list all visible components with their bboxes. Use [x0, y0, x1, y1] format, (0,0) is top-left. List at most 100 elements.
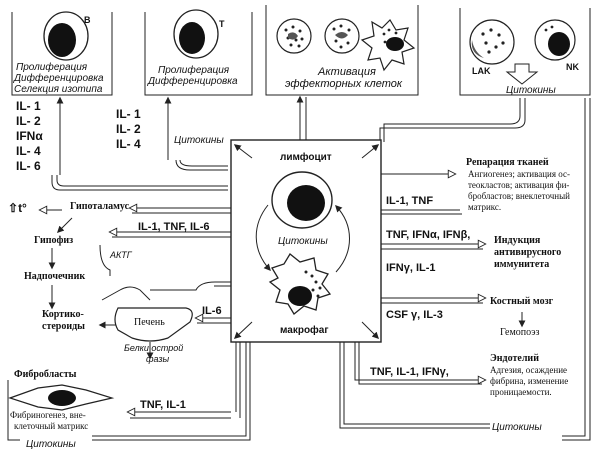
t-cytokine-3: IL- 4: [116, 137, 141, 151]
nk-feed-line-2: [383, 98, 521, 142]
hypothalamus-label: Гипоталамус: [70, 201, 130, 212]
bottom-cytokine-line-2: [92, 342, 247, 437]
fibroblast-cell: [8, 384, 115, 411]
fibroblasts-line-1: Фибриногенез, вне-: [10, 410, 86, 420]
bottom-cytokine-line-left: [7, 380, 20, 441]
t-cell-line-2: Дифференцировка: [148, 76, 238, 87]
antiviral-title-2: антивирусного: [494, 247, 562, 258]
repair-arrow-label: IL-1, TNF: [386, 195, 434, 207]
b-cytokine-5: IL- 6: [16, 159, 41, 173]
endothelium-line: [354, 342, 485, 380]
corner-arrow-br: [361, 321, 379, 339]
bottom-right-cytokines: Цитокины: [492, 422, 542, 433]
t-cell-box: [144, 12, 253, 96]
endothelium-line-1: Адгезия, осаждение: [490, 365, 568, 375]
adrenal-arrow: [150, 281, 231, 291]
hypo-arrow-label: IL-1, TNF, IL-6: [138, 221, 210, 233]
nk-cell: [534, 19, 576, 61]
effector-granulocyte-1: [276, 18, 312, 54]
t-cell-label: T: [219, 19, 225, 29]
lymphocyte-label: лимфоцит: [280, 152, 332, 163]
b-cytokine-2: IL- 2: [16, 114, 41, 128]
endothelium-line-3: проницаемости.: [490, 387, 552, 397]
t-cytokine-1: IL- 1: [116, 107, 141, 121]
b-cytokine-4: IL- 4: [16, 144, 41, 158]
endothelium-arrow-label: TNF, IL-1, IFNγ,: [370, 366, 449, 378]
endothelium-line-2: фибрина, изменение: [490, 376, 569, 386]
b-cell-line-1: Пролиферация: [16, 62, 88, 73]
cycle-arrow-right: [335, 204, 350, 273]
corner-arrow-tl: [233, 144, 253, 159]
center-cytokines-label: Цитокины: [278, 236, 328, 247]
antiviral-arrow-label-1: TNF, IFNα, IFNβ,: [386, 229, 471, 241]
pituitary-label: Гипофиз: [34, 235, 74, 246]
repair-line-3: бробластов; внеклеточный: [468, 191, 570, 201]
antiviral-arrow-label-2: IFNγ, IL-1: [386, 262, 436, 274]
effector-line-1: Активация: [318, 66, 376, 78]
effector-line-2: эффекторных клеток: [285, 78, 403, 90]
right-outer-line-inner: [562, 98, 586, 437]
lymphocyte-cell: [271, 171, 333, 229]
adrenal-label: Надпочечник: [24, 271, 86, 282]
acth-label: АКТГ: [110, 250, 132, 260]
nk-box: [459, 8, 591, 96]
effector-macrophage: [360, 19, 416, 72]
lak-cell: [469, 19, 515, 65]
effector-box: [265, 5, 419, 96]
bottom-right-line: [339, 342, 490, 429]
b-cell-box: [11, 12, 113, 96]
macrophage-label: макрофаг: [280, 325, 329, 336]
endothelium-title: Эндотелий: [490, 353, 539, 364]
cycle-arrow-left: [255, 204, 271, 272]
t-cell-feed-line: [175, 159, 228, 171]
b-cytokine-3: IFNα: [16, 129, 43, 143]
endothelium-line-2: [358, 342, 482, 385]
t-cell-feed-line-2: [179, 159, 228, 167]
fibroblasts-line-2: клеточный матрикс: [14, 421, 89, 431]
t-cytokine-2: IL- 2: [116, 122, 141, 136]
corticosteroids-line-1: Кортико-: [42, 309, 84, 320]
temperature-label: ⇧t°: [8, 201, 27, 215]
effector-granulocyte-2: [324, 18, 360, 54]
corticosteroids-line-2: стероиды: [42, 321, 85, 332]
macrophage-cell: [268, 253, 332, 315]
right-outer-line: [562, 98, 591, 441]
b-cytokine-1: IL- 1: [16, 99, 41, 113]
fibroblasts-cytokines: Цитокины: [26, 439, 76, 450]
corner-arrow-tr: [361, 144, 380, 159]
temperature-value: t°: [18, 201, 27, 215]
lak-label: LAK: [472, 66, 491, 76]
b-cell-line-3: Селекция изотипа: [14, 84, 103, 95]
repair-line-2: теокластов; активация фи-: [468, 180, 570, 190]
marrow-sub: Гемопоэз: [500, 327, 540, 338]
corner-arrow-bl: [233, 321, 253, 339]
il6-label: IL-6: [202, 305, 222, 317]
t-cytokines-label: Цитокины: [174, 135, 224, 146]
fibroblast-arrow-label: TNF, IL-1: [140, 399, 186, 411]
nk-cytokines-label: Цитокины: [506, 85, 556, 96]
b-cell-feed-line: [51, 175, 228, 191]
marrow-arrow-label: CSF γ, IL-3: [386, 309, 443, 321]
acute-phase-line-2: фазы: [146, 354, 170, 364]
nk-down-arrow: [505, 63, 539, 85]
bottom-cytokine-line: [92, 342, 251, 441]
b-cell: [43, 11, 89, 61]
antiviral-title-3: иммунитета: [494, 259, 550, 270]
antiviral-title-1: Индукция: [494, 235, 541, 246]
repair-line-1: Ангиогенез; активация ос-: [468, 169, 570, 179]
liver-label: Печень: [134, 317, 165, 328]
repair-line-4: матрикс.: [468, 202, 502, 212]
bottom-right-line-2: [343, 342, 490, 425]
b-cell-line-2: Дифференцировка: [14, 73, 104, 84]
t-cell-line-1: Пролиферация: [158, 65, 230, 76]
repair-title: Репарация тканей: [466, 157, 549, 168]
marrow-title: Костный мозг: [490, 296, 554, 307]
hypo-to-pit-arrow: [57, 217, 73, 233]
t-cell: [173, 9, 219, 59]
b-cell-label: B: [84, 15, 91, 25]
b-cell-feed-line-2: [56, 175, 228, 187]
fibroblasts-title: Фибробласты: [14, 369, 77, 380]
liver-shape: [114, 307, 193, 342]
